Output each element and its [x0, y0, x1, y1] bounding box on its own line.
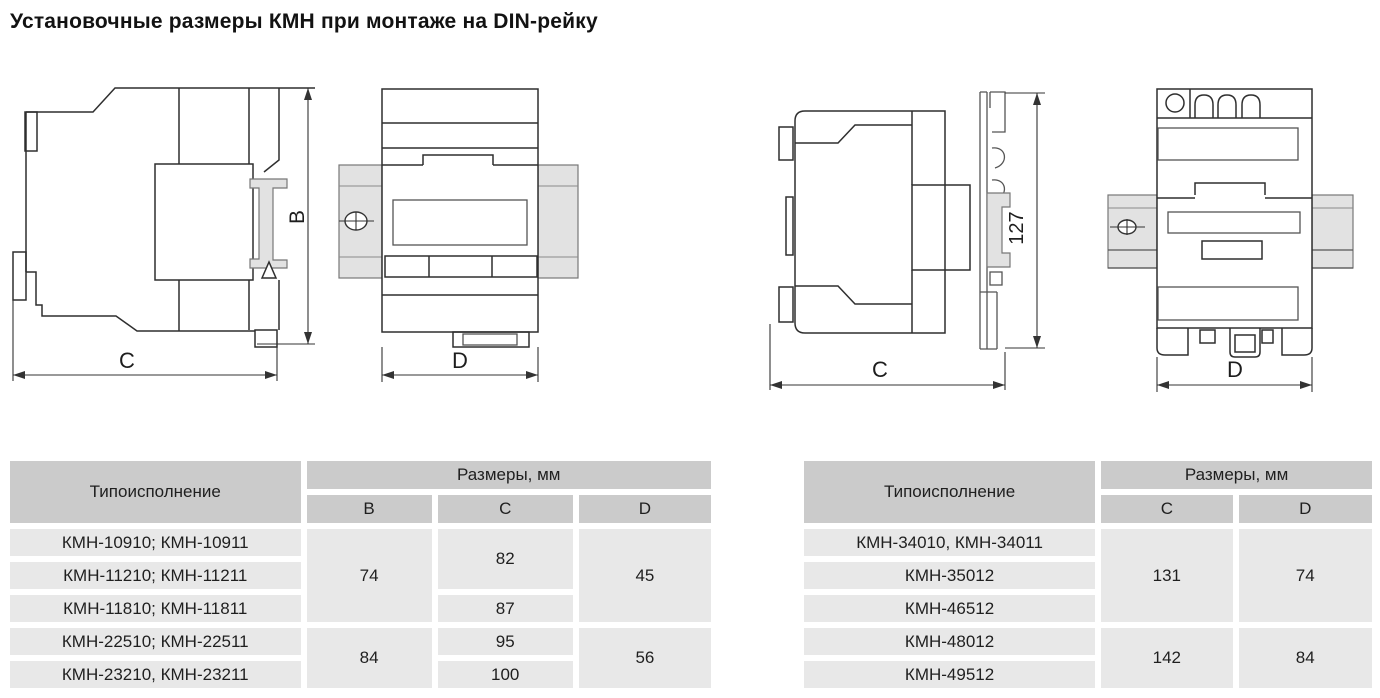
dimension-c: C: [12, 300, 278, 381]
table-row: КМН-49512: [804, 661, 1372, 688]
value-c-cell: 100: [437, 661, 573, 688]
value-b-cell: 84: [306, 628, 432, 688]
din-rail-profile: [979, 91, 1011, 350]
dim-label-d: D: [1227, 357, 1243, 382]
sizes-header-cell: Размеры, мм: [1101, 461, 1372, 489]
page-title: Установочные размеры КМН при монтаже на …: [10, 10, 598, 33]
dimension-d: D: [381, 347, 539, 382]
left-dimensions-table: Типоисполнение Размеры, мм B C D КМН-109…: [4, 455, 717, 694]
model-cell: КМН-48012: [804, 628, 1096, 655]
col-header-d: D: [578, 495, 711, 523]
dimension-d: D: [1156, 357, 1313, 392]
value-b-cell: 74: [306, 529, 432, 622]
rail-screw-icon: [339, 211, 374, 231]
contactor-body-outline: [12, 87, 315, 348]
model-cell: КМН-10910; КМН-10911: [10, 529, 301, 556]
col-header-c: C: [437, 495, 573, 523]
table-row: КМН-22510; КМН-22511 84 95 56: [10, 628, 711, 688]
dim-label-127: 127: [1006, 211, 1028, 244]
dim-label-c: C: [119, 348, 135, 373]
right-dimensions-table: Типоисполнение Размеры, мм C D КМН-34010…: [798, 455, 1378, 694]
model-cell: КМН-11210; КМН-11211: [10, 562, 301, 589]
dim-label-b: B: [286, 210, 309, 224]
value-d-cell: 74: [1238, 529, 1372, 622]
dim-label-d: D: [452, 348, 468, 373]
rail-screw-icon: [1110, 219, 1145, 235]
sizes-header-cell: Размеры, мм: [306, 461, 711, 489]
din-rail-profile: [249, 178, 288, 279]
type-header-cell: Типоисполнение: [10, 461, 301, 523]
dimension-b: B: [257, 88, 315, 345]
type-header-cell: Типоисполнение: [804, 461, 1096, 523]
dimension-127: 127: [1005, 92, 1045, 349]
table-row: КМН-35012: [804, 562, 1372, 589]
dim-label-c: C: [872, 357, 888, 382]
contactor-body-outline: [381, 88, 539, 348]
model-cell: КМН-23210, КМН-23211: [10, 661, 301, 688]
model-cell: КМН-22510; КМН-22511: [10, 628, 301, 655]
table-row: КМН-48012 142 84: [804, 628, 1372, 688]
table-row: КМН-23210, КМН-23211 100: [10, 661, 711, 688]
small-contactor-side-view-drawing: B C: [12, 87, 315, 381]
table-row: КМН-11810; КМН-11811 87: [10, 595, 711, 622]
table-row: КМН-11210; КМН-11211: [10, 562, 711, 589]
model-cell: КМН-11810; КМН-11811: [10, 595, 301, 622]
col-header-b: B: [306, 495, 432, 523]
value-c-cell: 87: [437, 595, 573, 622]
model-cell: КМН-46512: [804, 595, 1096, 622]
small-contactor-front-view-drawing: D: [338, 88, 579, 382]
col-header-d: D: [1238, 495, 1372, 523]
value-c-cell: 95: [437, 628, 573, 655]
value-d-cell: 56: [578, 628, 711, 688]
value-c-cell: 82: [437, 529, 573, 589]
table-row: КМН-10910; КМН-10911 74 82 45: [10, 529, 711, 622]
large-contactor-side-view-drawing: 127 C: [769, 91, 1045, 390]
table-row: КМН-46512: [804, 595, 1372, 622]
dimension-c: C: [769, 324, 1006, 390]
large-contactor-front-view-drawing: D: [1107, 88, 1354, 392]
mounting-feet: [1156, 328, 1313, 358]
model-cell: КМН-35012: [804, 562, 1096, 589]
table-row: КМН-34010, КМН-34011 131 74: [804, 529, 1372, 622]
col-header-c: C: [1101, 495, 1233, 523]
value-d-cell: 45: [578, 529, 711, 622]
model-cell: КМН-34010, КМН-34011: [804, 529, 1096, 556]
value-d-cell: 84: [1238, 628, 1372, 688]
din-rail-band: [1107, 194, 1354, 269]
model-cell: КМН-49512: [804, 661, 1096, 688]
contactor-body-outline: [1156, 88, 1313, 329]
contactor-body-outline: [778, 110, 971, 334]
value-c-cell: 142: [1101, 628, 1233, 688]
value-c-cell: 131: [1101, 529, 1233, 622]
